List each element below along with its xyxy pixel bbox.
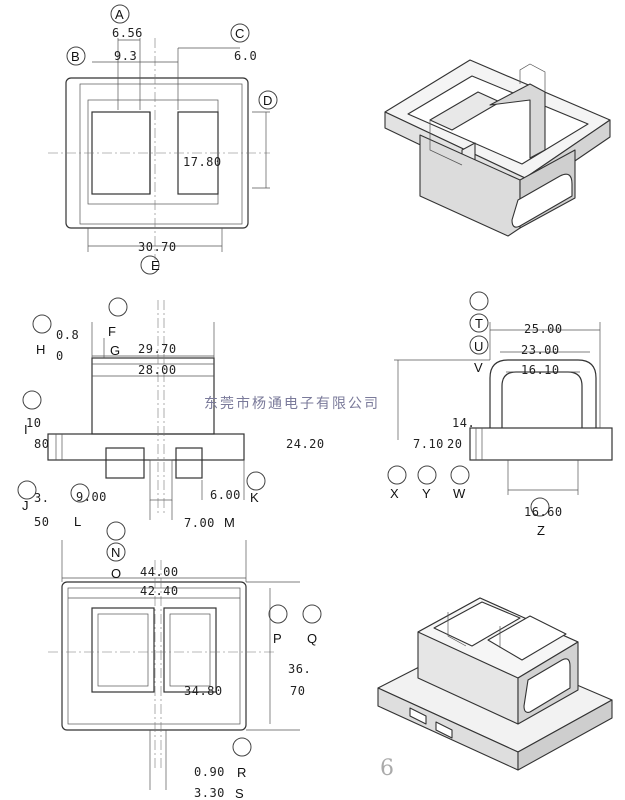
dim-e: 30.70	[138, 240, 177, 254]
bubble-label: T	[475, 316, 483, 331]
isometric-view-top	[384, 59, 611, 237]
front-view-dimensions: 0.8 0 29.70 28.00 10 80 3. 50 9.00 6.00 …	[26, 328, 325, 530]
bubble-label: P	[273, 631, 282, 646]
dim-u: 23.00	[521, 343, 560, 357]
dim-z: 16.60	[524, 505, 563, 519]
dim-v: 16.10	[521, 363, 560, 377]
bubble-label: L	[74, 514, 81, 529]
bubble-label: Z	[537, 523, 545, 538]
bottom-view-dimensions: 44.00 42.40 36. 70 34.80 0.90 3.30	[140, 565, 311, 800]
dim-o: 42.40	[140, 584, 179, 598]
bubble-label: U	[474, 339, 483, 354]
bubble-label: B	[71, 49, 80, 64]
dim-g: 29.70	[138, 342, 177, 356]
bubble-label: F	[108, 324, 116, 339]
isometric-view-bottom	[377, 597, 613, 771]
bottom-view-drawing	[48, 540, 300, 790]
bubble-label: K	[250, 490, 259, 505]
dim-k: 6.00	[210, 488, 241, 502]
bubble-label: W	[453, 486, 466, 501]
bubble-label: V	[474, 360, 483, 375]
front-view-bubbles: F G H I J K L M	[17, 297, 266, 530]
dim-l: 9.00	[76, 490, 107, 504]
dim-s: 3.30	[194, 786, 225, 800]
top-view-dimensions: 6.56 9.3 6.0 17.80 30.70	[112, 26, 257, 254]
dim-r: 0.90	[194, 765, 225, 779]
bubble-label: C	[235, 26, 244, 41]
bubble-label: Q	[307, 631, 317, 646]
bubble-label: A	[115, 7, 124, 22]
bubble-label: Y	[422, 486, 431, 501]
side-view-drawing	[394, 322, 613, 495]
dim-p-bottom: 70	[290, 684, 305, 698]
side-view-dimensions: 25.00 23.00 16.10 14. 7.10 20 16.60	[413, 322, 563, 519]
front-view-drawing	[47, 300, 245, 520]
dim-h-top: 0.8	[56, 328, 79, 342]
bubble-label: S	[235, 786, 244, 800]
dim-y-bottom: 20	[447, 437, 462, 451]
bubble-label: X	[390, 486, 399, 501]
bubble-label: G	[110, 343, 120, 358]
dim-a: 6.56	[112, 26, 143, 40]
dim-f: 28.00	[138, 363, 177, 377]
bubble-label: J	[22, 498, 29, 513]
bubble-label: E	[151, 258, 160, 273]
company-watermark: 东莞市杨通电子有限公司	[204, 395, 380, 412]
dim-x: 7.10	[413, 437, 444, 451]
bubble-label: M	[224, 515, 235, 530]
bubble-label: O	[111, 566, 121, 581]
dim-i-top: 10	[26, 416, 41, 430]
dim-n: 44.00	[140, 565, 179, 579]
dim-t: 25.00	[524, 322, 563, 336]
bubble-label: I	[24, 422, 28, 437]
bubble-label: H	[36, 342, 45, 357]
dim-m: 7.00	[184, 516, 215, 530]
top-view-bubbles: A B C D E	[66, 4, 278, 275]
bottom-view-bubbles: N O P Q R S	[106, 521, 322, 800]
bubble-label: N	[111, 545, 120, 560]
dim-j-top: 3.	[34, 491, 49, 505]
side-view-bubbles: T U V X Y W Z	[387, 291, 550, 538]
dim-y-top: 14.	[452, 416, 475, 430]
bubble-label: R	[237, 765, 246, 780]
dim-b: 9.3	[114, 49, 137, 63]
dim-d: 17.80	[183, 155, 222, 169]
top-view-drawing	[48, 38, 270, 260]
dim-h-bottom: 0	[56, 349, 64, 363]
dim-p-top: 36.	[288, 662, 311, 676]
dim-c: 6.0	[234, 49, 257, 63]
dim-i-bottom: 80	[34, 437, 49, 451]
dim-overall-height: 24.20	[286, 437, 325, 451]
dim-q: 34.80	[184, 684, 223, 698]
bubble-label: D	[263, 93, 272, 108]
dim-j-bottom: 50	[34, 515, 49, 529]
page-number: 6	[380, 756, 394, 781]
